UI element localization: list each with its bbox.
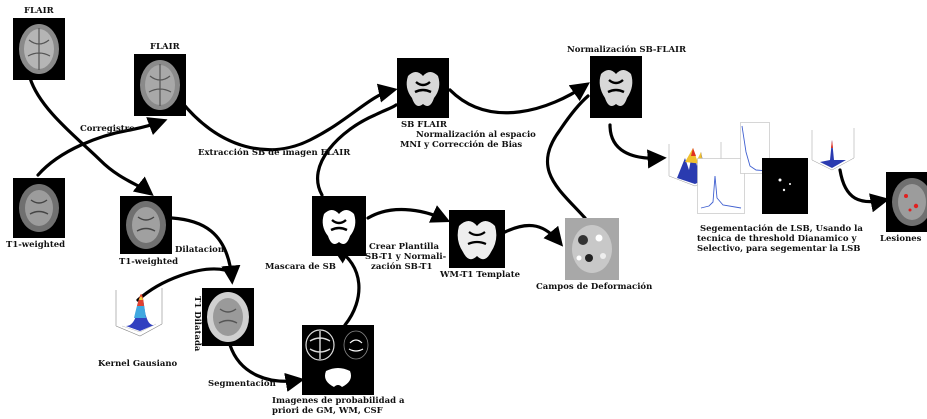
arrow-flairreg-to-sbflair bbox=[178, 83, 398, 152]
campos-image bbox=[565, 218, 619, 280]
label-t1-dilatada: T1 Dilatada bbox=[192, 296, 202, 352]
label-lesiones: Lesiones bbox=[880, 234, 922, 244]
kernel-plot bbox=[112, 282, 166, 340]
arrow-charts-to-lesiones bbox=[838, 168, 890, 213]
label-flair-reg: FLAIR bbox=[150, 42, 180, 52]
t1-weighted-image bbox=[13, 178, 65, 238]
t1-weighted-reg-image bbox=[120, 196, 172, 254]
label-crear-plantilla-2: SB-T1 y Normali- bbox=[365, 252, 447, 262]
arrow-mascara-to-wmt1 bbox=[366, 205, 451, 223]
label-prob-images-1: Imagenes de probabilidad a bbox=[272, 396, 405, 406]
label-norm-sb-flair: Normalización SB-FLAIR bbox=[567, 45, 687, 55]
label-norm-mni-2: MNI y Corrección de Bias bbox=[400, 140, 523, 150]
arrow-t1w-to-dilatada bbox=[170, 216, 241, 285]
arrow-kernel-to-dilatada bbox=[136, 267, 227, 302]
arrow-dilatada-to-prob bbox=[228, 343, 305, 392]
lesiones-image bbox=[886, 172, 927, 232]
label-corregistro: Corregistro bbox=[80, 124, 135, 134]
plot-3d-2 bbox=[808, 126, 858, 172]
plot-hist-1 bbox=[697, 158, 745, 214]
label-dilatacion: Dilatacion bbox=[175, 245, 225, 255]
label-t1-weighted: T1-weighted bbox=[6, 240, 66, 250]
label-seg-lsb-3: Selectivo, para segementar la LSB bbox=[697, 244, 861, 254]
wm-t1-image bbox=[449, 210, 505, 268]
flair-top-image bbox=[13, 18, 65, 80]
label-seg-lsb-1: Segementación de LSB, Usando la bbox=[700, 224, 863, 234]
prob-images bbox=[302, 325, 374, 395]
flair-reg-image bbox=[134, 54, 186, 116]
label-kernel: Kernel Gausiano bbox=[98, 359, 178, 369]
plot-hist-2 bbox=[740, 122, 770, 174]
label-flair-top: FLAIR bbox=[24, 6, 54, 16]
arrow-campos-to-norm bbox=[545, 94, 590, 220]
label-seg-lsb-2: tecnica de threshold Dianamico y bbox=[697, 234, 857, 244]
label-campos: Campos de Deformación bbox=[536, 282, 653, 292]
label-mascara: Mascara de SB bbox=[265, 262, 336, 272]
label-segmentacion: Segmentación bbox=[208, 379, 276, 389]
arrow-prob-to-mascara bbox=[330, 245, 361, 327]
arrow-mascara-to-sbflair bbox=[315, 103, 398, 197]
arrow-wmt1-to-campos bbox=[503, 223, 564, 247]
arrow-norm-to-charts bbox=[608, 123, 667, 169]
plot-mask-dark bbox=[762, 158, 808, 214]
label-prob-images-2: priori de GM, WM, CSF bbox=[272, 406, 383, 416]
arrow-t1-to-flairreg bbox=[36, 117, 168, 177]
arrow-flair-to-t1reg bbox=[28, 76, 154, 196]
label-wm-t1: WM-T1 Template bbox=[440, 270, 521, 280]
label-sb-flair: SB FLAIR bbox=[401, 120, 447, 130]
label-extraccion: Extracción SB de imagen FLAIR bbox=[198, 148, 351, 158]
norm-sb-flair-image bbox=[590, 56, 642, 118]
label-crear-plantilla-1: Crear Plantilla bbox=[369, 242, 440, 252]
arrow-sbflair-to-norm bbox=[448, 82, 590, 115]
label-norm-mni-1: Normalización al espacio bbox=[416, 130, 536, 140]
t1-dilatada-image bbox=[202, 288, 254, 346]
label-crear-plantilla-3: zación SB-T1 bbox=[371, 262, 433, 272]
sb-flair-image bbox=[397, 58, 449, 118]
mascara-image bbox=[312, 196, 366, 256]
label-t1-weighted-2: T1-weighted bbox=[119, 257, 179, 267]
